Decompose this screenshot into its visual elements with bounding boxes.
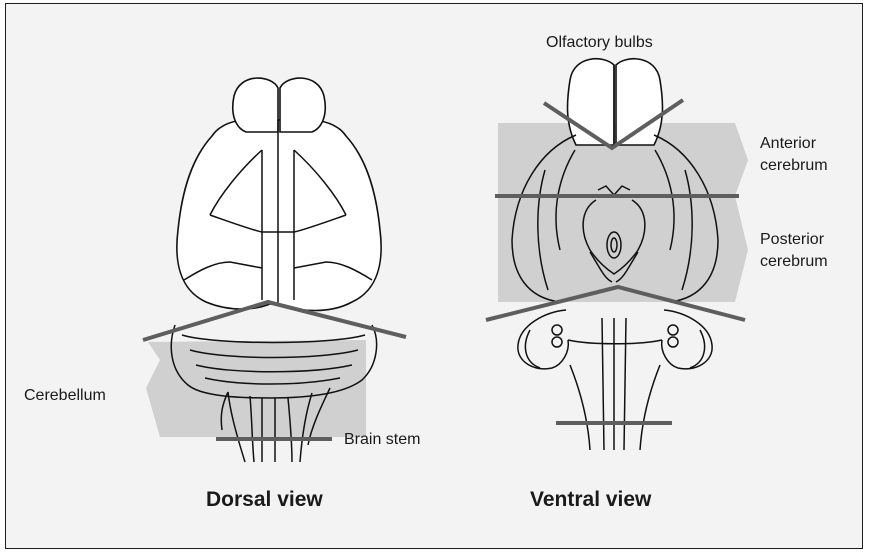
olfactory-bulbs-label: Olfactory bulbs: [546, 34, 653, 51]
anterior-label-line1: Anterior: [760, 135, 817, 152]
ventral-view: Olfactory bulbs Anterior cerebrum Poster…: [486, 34, 828, 511]
cerebellum-label: Cerebellum: [24, 387, 106, 404]
dorsal-cerebrum: [177, 78, 381, 310]
anterior-label-line2: cerebrum: [760, 157, 828, 174]
dorsal-cerebrum-cut: [143, 302, 406, 340]
brain-stem-label: Brain stem: [344, 431, 420, 448]
dorsal-view: Cerebellum Brain stem Dorsal view: [24, 78, 420, 511]
posterior-label-line2: cerebrum: [760, 253, 828, 270]
posterior-label-line1: Posterior: [760, 231, 825, 248]
posterior-cerebrum-region: [498, 196, 748, 302]
ventral-view-title: Ventral view: [530, 488, 652, 511]
dorsal-view-title: Dorsal view: [206, 488, 323, 511]
ventral-brainstem: [518, 310, 712, 450]
